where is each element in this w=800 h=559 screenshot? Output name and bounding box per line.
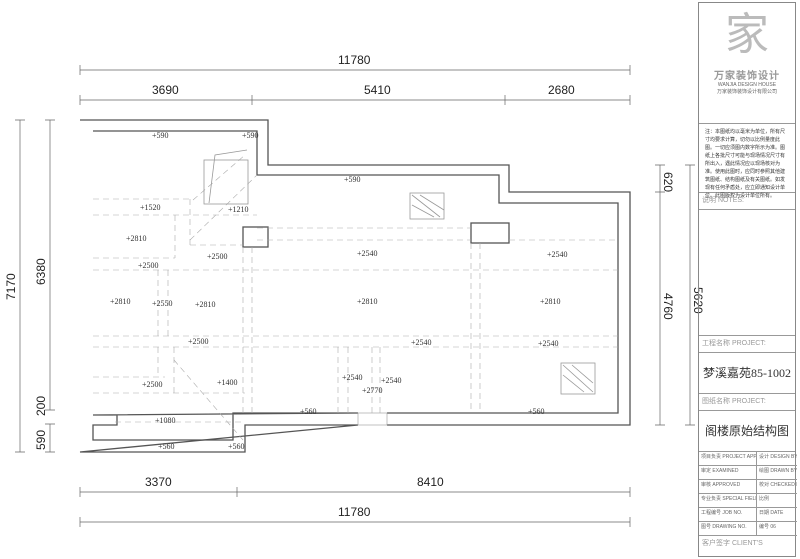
title-block: 家 万家装饰设计 WANJIA DESIGN HOUSE 万家装饰装饰设计有限公… [698, 2, 797, 557]
svg-text:+560: +560 [528, 407, 545, 416]
svg-text:11780: 11780 [338, 505, 371, 519]
svg-text:+2550: +2550 [152, 299, 173, 308]
field: 图号 DRAWING NO. [699, 522, 757, 536]
project-name: 梦溪嘉苑85-1002 [699, 353, 795, 394]
beams [93, 154, 618, 441]
company-logo: 家 万家装饰设计 WANJIA DESIGN HOUSE 万家装饰装饰设计有限公… [699, 3, 795, 124]
drawing-name: 阁楼原始结构图 [699, 411, 795, 452]
dimension-lines [15, 65, 695, 527]
notes-text: 注：本图纸均以毫米为单位，所有尺寸均要求计算，切勿以比例量度此图。一切应须图内数… [699, 124, 795, 199]
svg-text:+2540: +2540 [547, 250, 568, 259]
svg-text:8410: 8410 [417, 475, 444, 489]
svg-text:+2540: +2540 [411, 338, 432, 347]
field: 编号 06 [757, 522, 797, 536]
svg-text:+590: +590 [242, 131, 259, 140]
svg-text:+1210: +1210 [228, 205, 249, 214]
field: 绘图 DRAWN BY [757, 466, 797, 480]
svg-text:+2500: +2500 [142, 380, 163, 389]
svg-text:+2540: +2540 [381, 376, 402, 385]
svg-text:+2810: +2810 [126, 234, 147, 243]
svg-text:590: 590 [34, 430, 48, 450]
svg-text:+560: +560 [158, 442, 175, 451]
svg-text:7170: 7170 [4, 273, 18, 300]
svg-text:+2810: +2810 [195, 300, 216, 309]
field: 工程编号 JOB NO. [699, 508, 757, 522]
svg-text:+2500: +2500 [207, 252, 228, 261]
svg-text:+2810: +2810 [357, 297, 378, 306]
drawing-label: 图纸名称 PROJECT: [699, 394, 795, 411]
column [242, 226, 269, 248]
svg-text:+2810: +2810 [110, 297, 131, 306]
walls [79, 119, 631, 453]
svg-text:+1400: +1400 [217, 378, 238, 387]
dimension-labels: 11780 3690 5410 2680 3370 8410 11780 717… [4, 53, 705, 519]
field: 审定 EXAMINED [699, 466, 757, 480]
svg-text:+590: +590 [152, 131, 169, 140]
field: 设计 DESIGN BY 李刚 [757, 452, 797, 466]
field: 日期 DATE [757, 508, 797, 522]
svg-text:+2540: +2540 [538, 339, 559, 348]
svg-text:620: 620 [661, 172, 675, 192]
svg-text:+1080: +1080 [155, 416, 176, 425]
skylights [203, 149, 596, 395]
svg-text:+2810: +2810 [540, 297, 561, 306]
svg-text:+2540: +2540 [357, 249, 378, 258]
project-label: 工程名称 PROJECT: [699, 336, 795, 353]
svg-text:3370: 3370 [145, 475, 172, 489]
svg-text:11780: 11780 [338, 53, 371, 67]
level-labels: +590 +590 +590 +1520 +1210 +2810 +2500 +… [110, 131, 568, 451]
field: 校对 CHECKED BY [757, 480, 797, 494]
svg-text:+2540: +2540 [342, 373, 363, 382]
svg-text:+590: +590 [344, 175, 361, 184]
column [470, 222, 510, 244]
field: 比例 [757, 494, 797, 508]
field: 专业负责 SPECIAL FIELD IN CHARGE [699, 494, 757, 508]
field: 项目负责 PROJECT APPROVER [699, 452, 757, 466]
svg-text:2680: 2680 [548, 83, 575, 97]
svg-text:4760: 4760 [661, 293, 675, 320]
svg-text:+2500: +2500 [188, 337, 209, 346]
svg-text:6380: 6380 [34, 258, 48, 285]
client-label: 客户签字 CLIENT'S [702, 540, 763, 547]
signature-grid: 项目负责 PROJECT APPROVER 设计 DESIGN BY 李刚 审定… [699, 452, 797, 536]
svg-text:+560: +560 [228, 442, 245, 451]
field: 审核 APPROVED [699, 480, 757, 494]
svg-text:200: 200 [34, 396, 48, 416]
svg-text:5410: 5410 [364, 83, 391, 97]
svg-text:+560: +560 [300, 407, 317, 416]
svg-text:+1520: +1520 [140, 203, 161, 212]
svg-text:+2500: +2500 [138, 261, 159, 270]
notes-label: 说明 NOTES: [699, 193, 795, 210]
svg-text:3690: 3690 [152, 83, 179, 97]
svg-text:+2770: +2770 [362, 386, 383, 395]
